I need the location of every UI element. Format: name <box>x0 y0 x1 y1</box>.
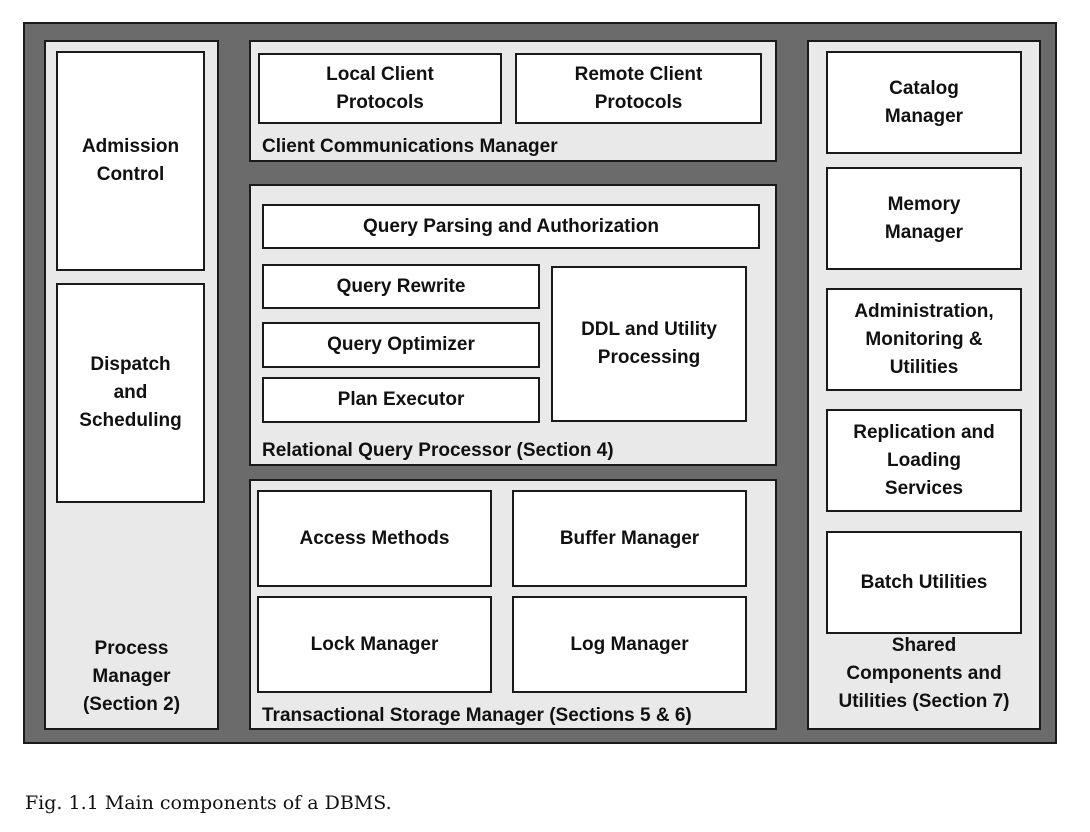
batch-utilities-box: Batch Utilities <box>826 531 1022 634</box>
administration-monitoring-box: Administration, Monitoring & Utilities <box>826 288 1022 391</box>
local-client-protocols-box: Local Client Protocols <box>258 53 502 124</box>
process-manager-label: Process Manager (Section 2) <box>82 638 181 715</box>
query-parsing-box: Query Parsing and Authorization <box>262 204 760 249</box>
plan-executor-box: Plan Executor <box>262 377 540 423</box>
memory-manager-box: Memory Manager <box>826 167 1022 270</box>
access-methods-box: Access Methods <box>257 490 492 587</box>
transactional-storage-label: Transactional Storage Manager (Sections … <box>262 705 692 726</box>
dispatch-scheduling-box: Dispatch and Scheduling <box>56 283 205 503</box>
log-manager-box: Log Manager <box>512 596 747 693</box>
ddl-utility-processing-box: DDL and Utility Processing <box>551 266 747 422</box>
relational-query-processor-label: Relational Query Processor (Section 4) <box>262 440 614 461</box>
remote-client-protocols-box: Remote Client Protocols <box>515 53 762 124</box>
admission-control-box: Admission Control <box>56 51 205 271</box>
figure-caption: Fig. 1.1 Main components of a DBMS. <box>25 792 392 814</box>
replication-loading-box: Replication and Loading Services <box>826 409 1022 512</box>
catalog-manager-box: Catalog Manager <box>826 51 1022 154</box>
query-optimizer-box: Query Optimizer <box>262 322 540 368</box>
shared-components-label: Shared Components and Utilities (Section… <box>838 635 1010 712</box>
buffer-manager-box: Buffer Manager <box>512 490 747 587</box>
lock-manager-box: Lock Manager <box>257 596 492 693</box>
client-communications-label: Client Communications Manager <box>262 136 558 157</box>
query-rewrite-box: Query Rewrite <box>262 264 540 309</box>
